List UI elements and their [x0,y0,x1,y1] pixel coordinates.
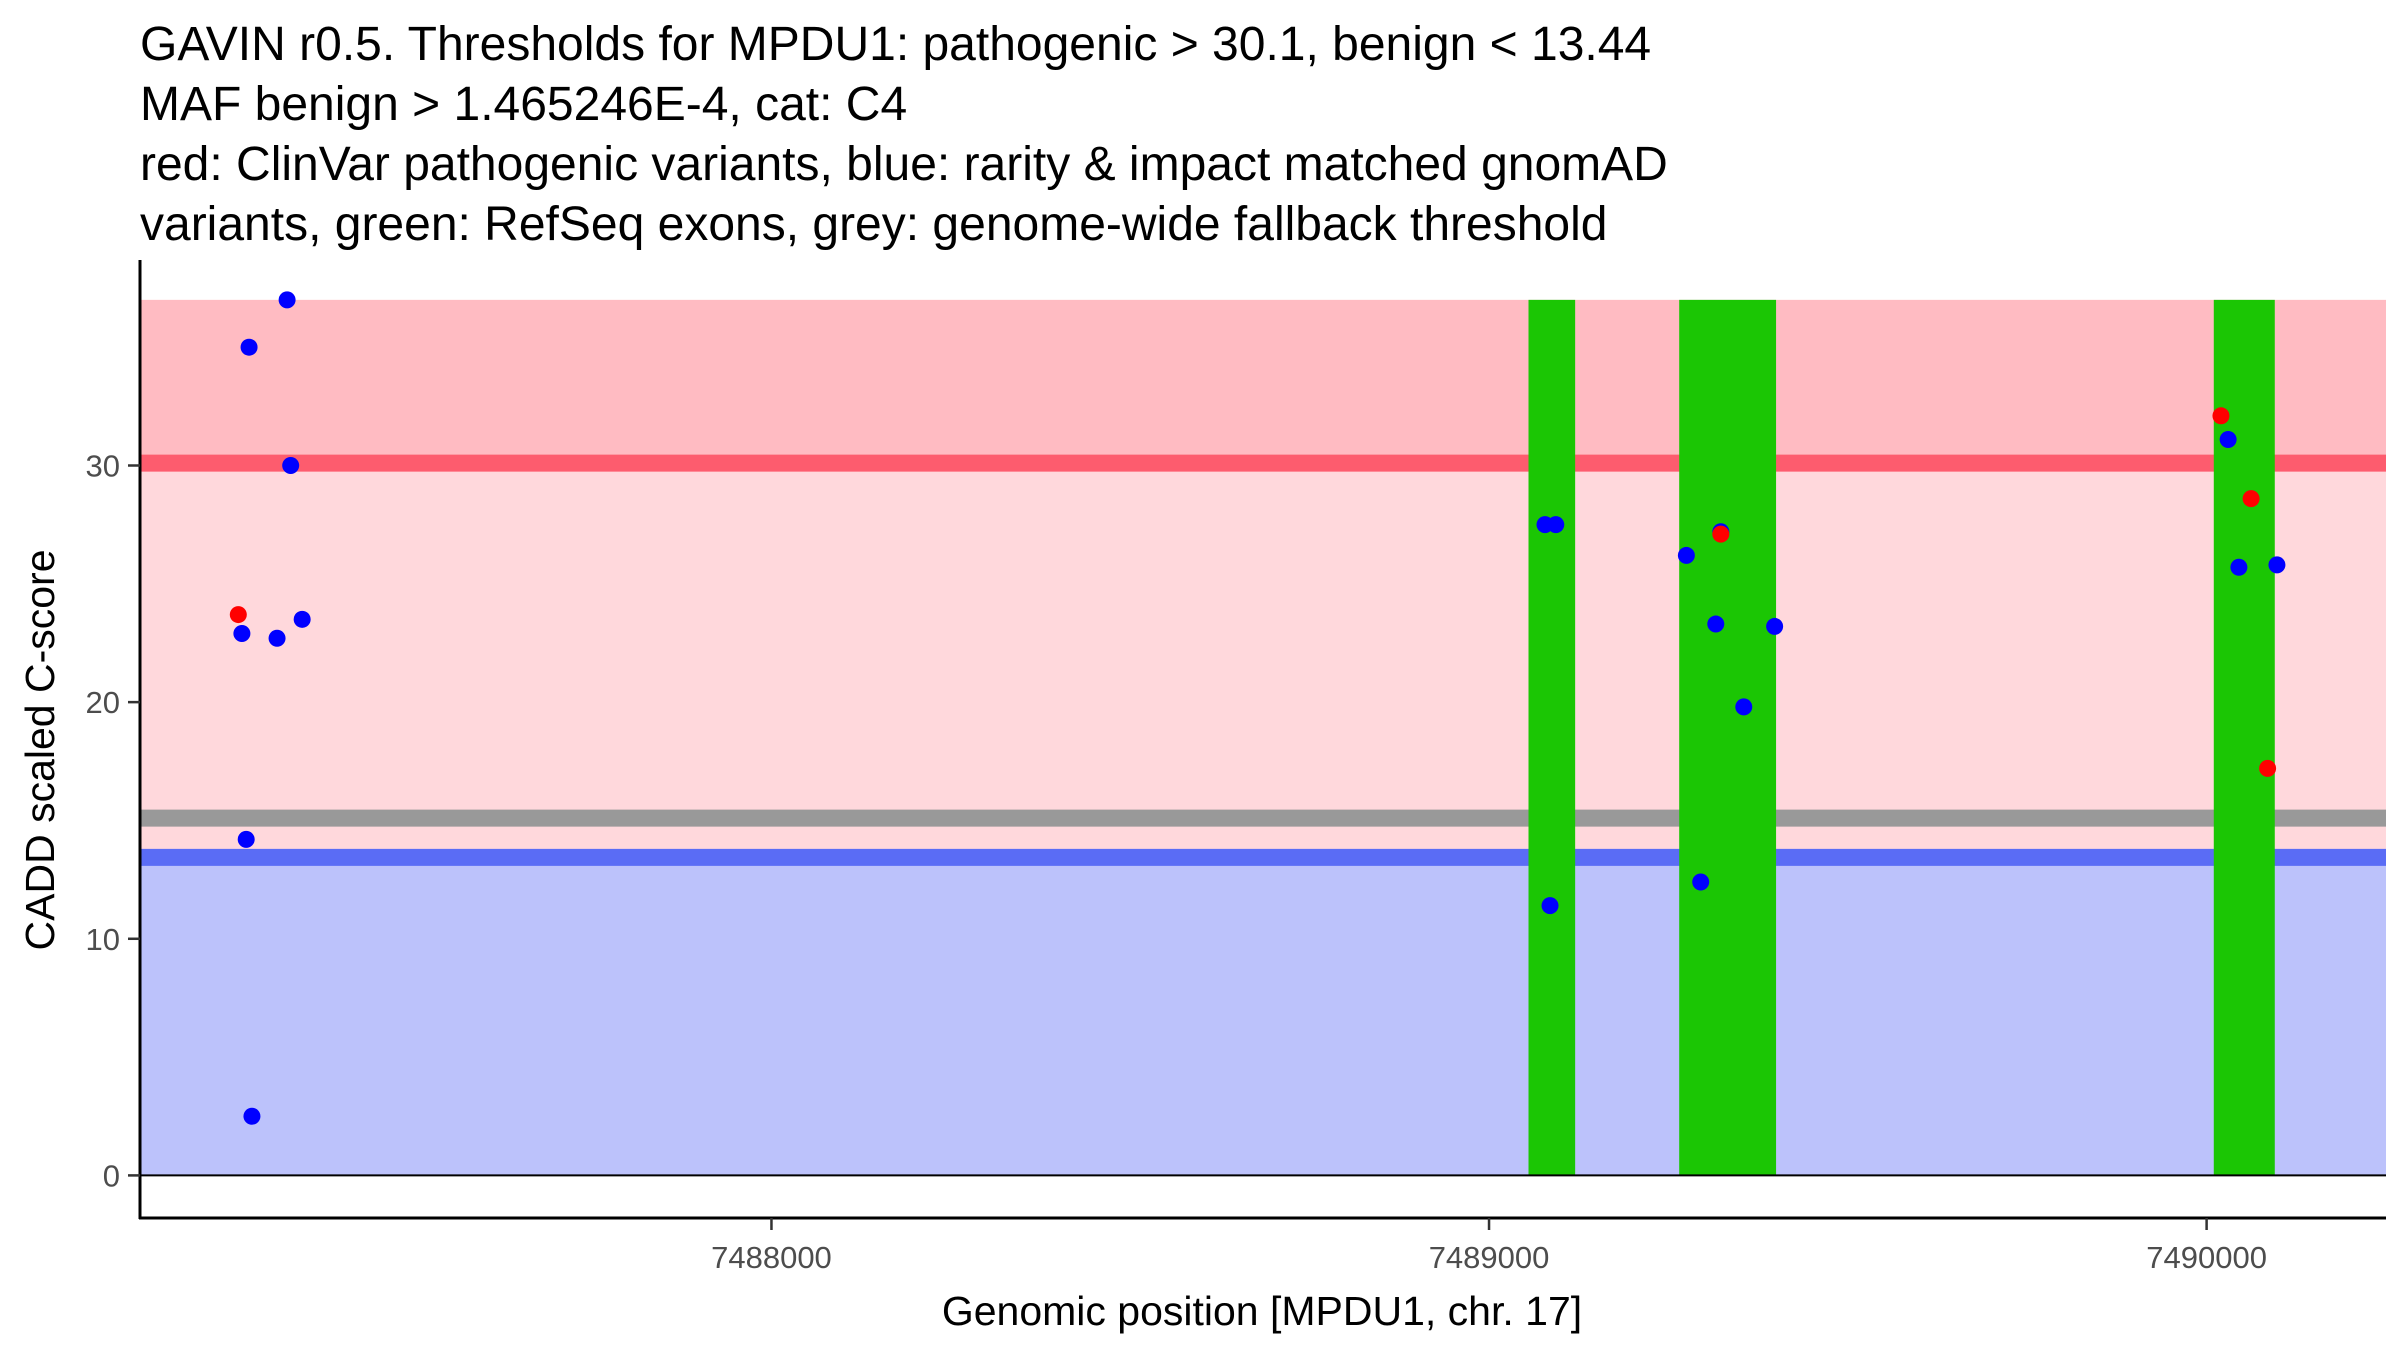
blue-variant-point-2 [237,830,255,848]
exon-band-1 [1528,299,1576,1176]
axes: 0 10 20 30 7488000 7489000 7490000 [86,260,2386,1275]
exon-band-3 [2213,299,2275,1176]
y-tick-label: 20 [86,685,120,720]
x-tick-label: 7490000 [2146,1240,2267,1275]
y-tick-label: 30 [86,449,120,484]
y-axis-title: CADD scaled C-score [17,550,63,951]
y-tick-label: 10 [86,922,120,957]
blue-variant-point-17 [1766,617,1784,635]
blue-variant-point-11 [1547,516,1565,534]
blue-variant-point-12 [1677,546,1695,564]
blue-variant-point-13 [1692,873,1710,891]
blue-variant-point-14 [1707,615,1725,633]
blue-variant-point-3 [240,338,258,356]
blue-variant-point-8 [293,610,311,628]
blue-variant-point-10 [1541,897,1559,915]
blue-variant-point-4 [243,1107,261,1125]
blue-variant-point-7 [282,457,300,475]
plot-area [140,291,2386,1177]
blue-variant-point-18 [2219,430,2237,448]
red-variant-point-1 [229,606,247,624]
blue-variant-point-1 [233,625,251,643]
title-line-4: variants, green: RefSeq exons, grey: gen… [140,198,1607,251]
blue-variant-point-16 [1735,698,1753,716]
blue-variant-point-19 [2230,558,2248,576]
grey-zone-band [140,463,2386,858]
chart-title: GAVIN r0.5. Thresholds for MPDU1: pathog… [140,18,1668,251]
pathogenic-range-band [140,299,2386,464]
blue-variant-point-6 [278,291,296,309]
x-axis-title: Genomic position [MPDU1, chr. 17] [942,1288,1582,1334]
benign-range-band [140,857,2386,1176]
red-variant-point-2 [1712,525,1730,543]
blue-variant-point-5 [268,629,286,647]
blue-variant-point-20 [2268,556,2286,574]
red-variant-point-4 [2242,490,2260,508]
title-line-1: GAVIN r0.5. Thresholds for MPDU1: pathog… [140,18,1651,71]
exon-band-2 [1679,299,1777,1176]
title-line-3: red: ClinVar pathogenic variants, blue: … [140,138,1668,191]
red-variant-point-5 [2259,759,2277,777]
title-line-2: MAF benign > 1.465246E-4, cat: C4 [140,78,907,131]
y-tick-label: 0 [103,1158,120,1193]
x-tick-label: 7488000 [711,1240,832,1275]
red-variant-point-3 [2212,407,2230,425]
x-tick-label: 7489000 [1429,1240,1550,1275]
